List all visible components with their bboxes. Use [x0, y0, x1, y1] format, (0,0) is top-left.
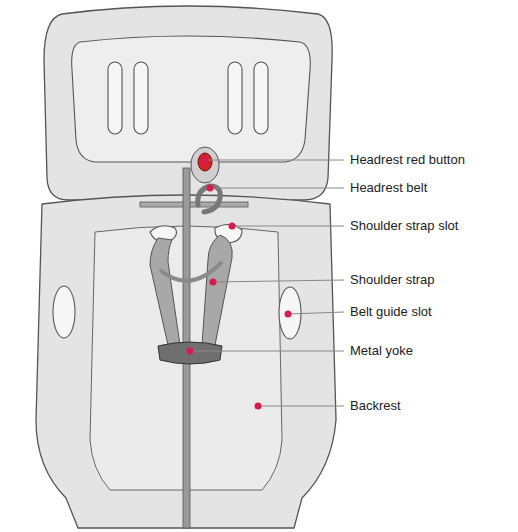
headrest-slot [108, 62, 122, 134]
part-label: Metal yoke [350, 343, 413, 359]
leader-line [205, 160, 344, 161]
leader-dot [255, 403, 262, 410]
part-label: Headrest red button [350, 152, 465, 168]
part-label: Shoulder strap [350, 272, 435, 288]
headrest-inner [72, 36, 311, 162]
leader-lines [190, 160, 344, 406]
part-label: Shoulder strap slot [350, 218, 458, 234]
headrest-bar [140, 202, 248, 207]
leader-dot [210, 279, 217, 286]
shoulder-strap [202, 235, 232, 345]
leader-dot [285, 311, 292, 318]
leader-dot [187, 348, 194, 355]
headrest-slot [228, 62, 242, 134]
leader-line [210, 188, 344, 189]
shoulder-strap [150, 238, 180, 345]
leader-dot [207, 185, 214, 192]
headrest-slot [134, 62, 148, 134]
belt-guide-slot [53, 286, 75, 338]
leader-line [232, 226, 344, 227]
headrest-button-housing [191, 147, 219, 183]
leader-dot [229, 223, 236, 230]
headrest-slot [254, 62, 268, 134]
leader-line [190, 351, 344, 352]
part-label: Belt guide slot [350, 304, 432, 320]
leader-dots [187, 157, 292, 410]
belt-guide-slot [279, 287, 301, 339]
leader-line [288, 312, 344, 314]
headrest-red-button [198, 153, 212, 171]
metal-yoke [158, 342, 222, 364]
leader-line [213, 280, 344, 282]
part-label: Backrest [350, 398, 401, 414]
leader-line [258, 406, 344, 407]
leader-dot [202, 157, 209, 164]
chest-clip-strap [160, 262, 222, 281]
part-label: Headrest belt [350, 180, 427, 196]
